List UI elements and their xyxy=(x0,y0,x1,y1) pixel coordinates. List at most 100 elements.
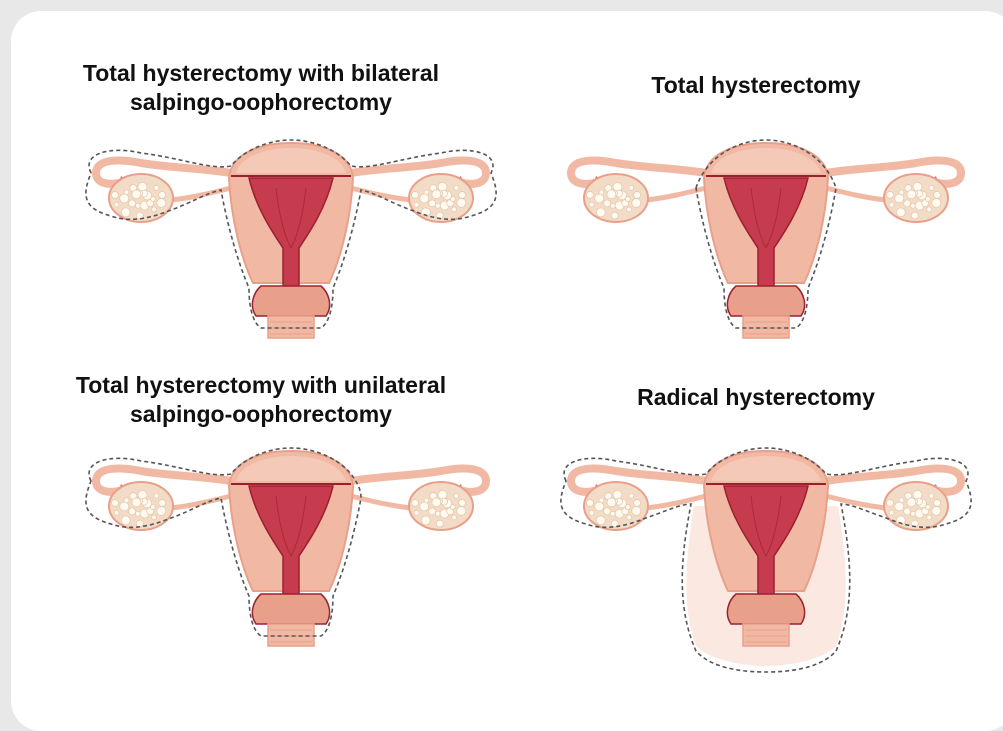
follicle xyxy=(634,499,641,506)
follicle xyxy=(610,511,615,516)
follicle xyxy=(913,182,922,191)
follicle xyxy=(154,493,159,498)
follicle xyxy=(121,516,130,525)
follicle xyxy=(625,197,630,202)
follicle xyxy=(589,510,594,515)
follicle xyxy=(112,191,119,198)
follicle xyxy=(934,191,941,198)
follicle xyxy=(420,194,429,203)
follicle xyxy=(454,493,459,498)
panel-title: Total hysterectomy with bilateral salpin… xyxy=(11,59,511,117)
follicle xyxy=(587,499,594,506)
follicle xyxy=(604,508,611,515)
follicle xyxy=(429,200,436,207)
upper-vagina xyxy=(743,624,789,646)
follicle xyxy=(432,190,441,199)
follicle xyxy=(150,505,155,510)
follicle xyxy=(932,506,941,515)
follicle xyxy=(450,197,455,202)
panel-total-hysterectomy-bso: Total hysterectomy with bilateral salpin… xyxy=(11,11,511,351)
follicle xyxy=(907,498,916,507)
follicle xyxy=(459,499,466,506)
follicle xyxy=(932,198,941,207)
upper-vagina xyxy=(268,624,314,646)
follicle xyxy=(895,502,904,511)
follicle xyxy=(421,516,430,525)
follicle xyxy=(429,508,436,515)
cervix xyxy=(727,286,804,316)
follicle xyxy=(887,191,894,198)
follicle xyxy=(154,185,159,190)
follicle xyxy=(129,508,136,515)
follicle xyxy=(412,499,419,506)
follicle xyxy=(604,200,611,207)
follicle xyxy=(112,499,119,506)
follicle xyxy=(595,194,604,203)
follicle xyxy=(629,493,634,498)
follicle xyxy=(607,498,616,507)
follicle xyxy=(889,510,894,515)
follicle xyxy=(910,511,915,516)
follicle xyxy=(929,185,934,190)
follicle xyxy=(904,508,911,515)
follicle xyxy=(452,515,457,520)
follicle xyxy=(587,191,594,198)
follicle xyxy=(121,208,130,217)
follicle xyxy=(157,198,166,207)
follicle xyxy=(927,515,932,520)
follicle xyxy=(132,498,141,507)
follicle xyxy=(896,208,905,217)
follicle xyxy=(613,182,622,191)
follicle xyxy=(452,207,457,212)
follicle xyxy=(114,510,119,515)
follicle xyxy=(925,197,930,202)
panel-title: Total hysterectomy xyxy=(506,71,1003,100)
uterus-diagram xyxy=(71,138,511,338)
upper-vagina xyxy=(743,316,789,338)
follicle xyxy=(625,505,630,510)
follicle xyxy=(414,510,419,515)
follicle xyxy=(412,191,419,198)
panel-total-hysterectomy: Total hysterectomy xyxy=(506,11,1003,351)
follicle xyxy=(120,194,129,203)
follicle xyxy=(135,511,140,516)
follicle xyxy=(457,198,466,207)
follicle xyxy=(150,197,155,202)
follicle xyxy=(911,212,918,219)
follicle xyxy=(929,493,934,498)
follicle xyxy=(459,191,466,198)
follicle xyxy=(159,191,166,198)
follicle xyxy=(913,490,922,499)
follicle xyxy=(438,490,447,499)
follicle xyxy=(887,499,894,506)
follicle xyxy=(454,185,459,190)
follicle xyxy=(632,506,641,515)
follicle xyxy=(611,212,618,219)
follicle xyxy=(596,516,605,525)
follicle xyxy=(414,202,419,207)
follicle xyxy=(607,190,616,199)
panel-title: Total hysterectomy with unilateral salpi… xyxy=(11,371,511,429)
follicle xyxy=(925,505,930,510)
panel-total-hysterectomy-uso: Total hysterectomy with unilateral salpi… xyxy=(11,366,511,706)
follicle xyxy=(889,202,894,207)
follicle xyxy=(438,182,447,191)
follicle xyxy=(420,502,429,511)
follicle xyxy=(927,207,932,212)
follicle xyxy=(634,191,641,198)
follicle xyxy=(138,490,147,499)
follicle xyxy=(152,515,157,520)
follicle xyxy=(114,202,119,207)
panel-radical-hysterectomy: Radical hysterectomy xyxy=(506,366,1003,706)
follicle xyxy=(159,499,166,506)
follicle xyxy=(129,200,136,207)
follicle xyxy=(152,207,157,212)
follicle xyxy=(457,506,466,515)
follicle xyxy=(595,502,604,511)
uterus-diagram xyxy=(546,446,986,676)
follicle xyxy=(613,490,622,499)
follicle xyxy=(910,203,915,208)
follicle xyxy=(627,207,632,212)
follicle xyxy=(629,185,634,190)
follicle xyxy=(135,203,140,208)
